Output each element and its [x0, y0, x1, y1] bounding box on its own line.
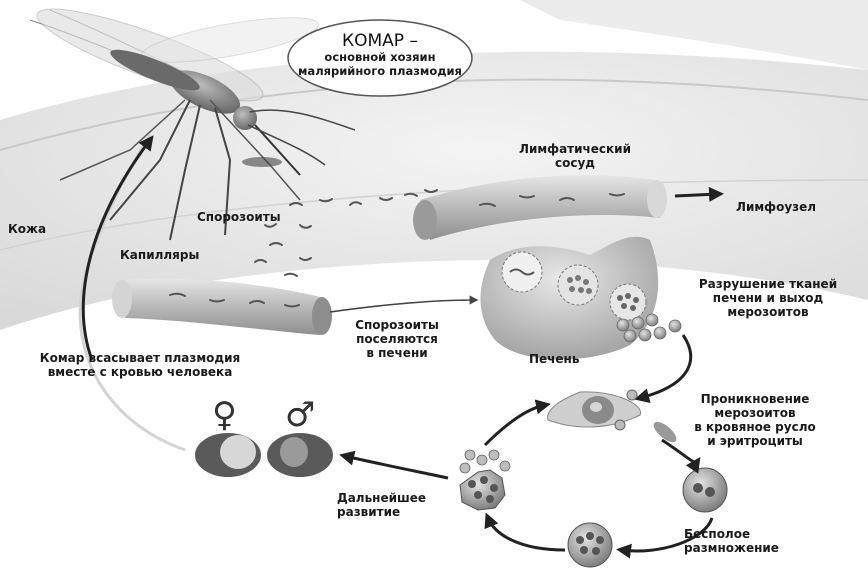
label-penetration-line4: и эритроциты: [680, 434, 830, 448]
label-further-development: Дальнейшее развитие: [337, 491, 426, 519]
label-liver-destruction: Разрушение тканей печени и выход мерозои…: [693, 277, 843, 319]
label-penetration-line1: Проникновение: [680, 392, 830, 406]
label-sporozoites-settle: Спорозоиты поселяются в печени: [342, 318, 452, 360]
title-line3: малярийного плазмодия: [292, 64, 468, 78]
title-line2: основной хозяин: [292, 50, 468, 64]
label-lymph-node: Лимфоузел: [736, 200, 816, 214]
label-skin: Кожа: [8, 222, 46, 236]
label-asexual-reproduction-line1: Бесполое: [684, 527, 779, 541]
label-liver-destruction-line1: Разрушение тканей: [693, 277, 843, 291]
label-sporozoites-settle-line1: Спорозоиты: [342, 318, 452, 332]
arrow-to-lymph-node: [675, 194, 718, 196]
label-further-development-line1: Дальнейшее: [337, 491, 426, 505]
label-lymph-vessel-line2: сосуд: [510, 156, 640, 170]
label-mosquito-sucks-line2: вместе с кровью человека: [10, 365, 270, 379]
label-lymph-vessel-line1: Лимфатический: [510, 142, 640, 156]
label-sporozoites: Спорозоиты: [197, 210, 281, 224]
label-penetration: Проникновение мерозоитов в кровяное русл…: [680, 392, 830, 448]
male-symbol-icon: ♂: [285, 398, 315, 432]
label-sporozoites-settle-line2: поселяются: [342, 332, 452, 346]
title-main: КОМАР –: [292, 32, 468, 50]
label-asexual-reproduction-line2: размножение: [684, 541, 779, 555]
title-box: КОМАР – основной хозяин малярийного плаз…: [292, 32, 468, 78]
label-lymph-vessel: Лимфатический сосуд: [510, 142, 640, 170]
label-asexual-reproduction: Бесполое размножение: [684, 527, 779, 555]
female-symbol-icon: ♀: [212, 398, 237, 432]
label-penetration-line3: в кровяное русло: [680, 420, 830, 434]
label-sporozoites-settle-line3: в печени: [342, 346, 452, 360]
label-penetration-line2: мерозоитов: [680, 406, 830, 420]
label-further-development-line2: развитие: [337, 505, 426, 519]
label-liver-destruction-line2: печени и выход: [693, 291, 843, 305]
label-liver: Печень: [529, 352, 579, 366]
label-mosquito-sucks: Комар всасывает плазмодия вместе с кровь…: [10, 351, 270, 379]
label-liver-destruction-line3: мерозоитов: [693, 305, 843, 319]
label-capillaries: Капилляры: [120, 248, 199, 262]
label-mosquito-sucks-line1: Комар всасывает плазмодия: [10, 351, 270, 365]
